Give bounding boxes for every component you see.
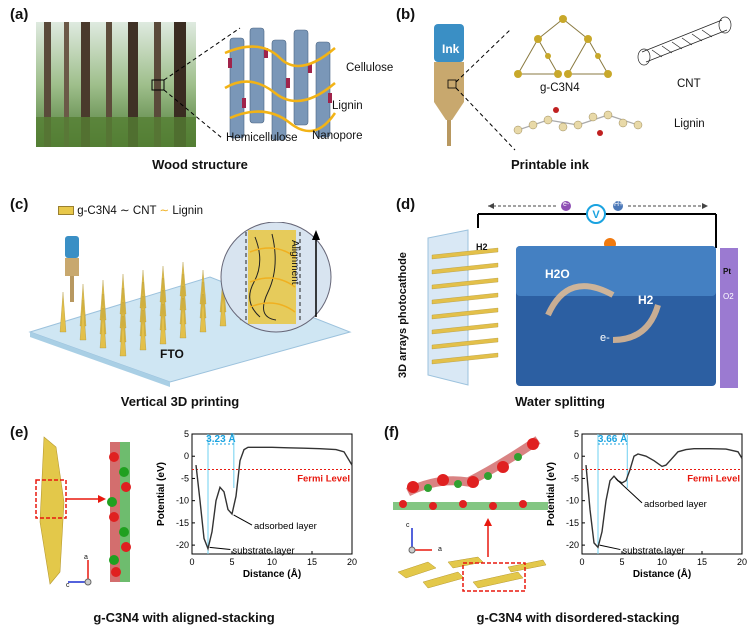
label-h-plus-top: H+ [614,201,624,208]
label-electron: e- [600,332,610,344]
aligned-structure-e [26,432,156,592]
legend-gc3n4-icon [58,206,74,216]
legend-c: g-C3N4 ∼ CNT ∼ Lignin [58,203,203,217]
panel-a-label: (a) [10,6,29,23]
y-tick-label: 0 [184,451,189,461]
voltmeter-symbol: V [592,209,600,221]
disordered-structure-f [388,432,553,597]
y-tick-label: -20 [176,540,189,550]
x-tick-label: 5 [619,557,624,567]
substrate-label: substrate layer [232,546,294,557]
cnt-tube [632,12,742,72]
label-nanopore: Nanopore [312,130,363,142]
x-tick-label: 5 [229,557,234,567]
label-cnt-b: CNT [677,78,701,90]
adsorbed-pointer [615,478,643,504]
x-axis-label: Distance (Å) [633,567,691,580]
potential-curve [195,446,353,552]
plot-frame [191,433,353,555]
gap-label: 3.23 Å [206,432,235,445]
caption-a: Wood structure [152,157,248,172]
y-tick-label: -15 [566,518,579,528]
legend-cnt-icon: ∼ [120,205,130,217]
adsorbed-label: adsorbed layer [254,521,317,532]
label-h2-right: H2 [638,293,654,307]
legend-lignin-icon: ∼ [159,205,170,217]
label-lignin-a: Lignin [332,100,363,112]
printed-array-scene [10,221,370,387]
axis-c-e: c [66,582,70,589]
label-gc3n4-b: g-C3N4 [540,82,580,94]
caption-c: Vertical 3D printing [120,394,240,409]
lignin-molecule [508,95,648,150]
panel-f-label: (f) [384,424,399,441]
adsorbed-pointer [233,514,253,526]
legend-lignin: Lignin [172,205,204,217]
x-tick-label: 0 [189,557,194,567]
caption-e: g-C3N4 with aligned-stacking [93,610,275,625]
panel-c-label: (c) [10,196,29,213]
y-tick-label: 0 [574,451,579,461]
y-tick-label: -5 [181,473,189,483]
legend-gc3n4: g-C3N4 [77,205,117,217]
x-tick-label: 0 [579,557,584,567]
plot-frame [581,433,743,555]
gc3n4-molecule [508,14,618,84]
gap-label: 3.66 Å [598,432,627,445]
axis-a-e: a [84,554,88,561]
label-lignin-b: Lignin [674,118,705,130]
y-tick-label: -5 [571,473,579,483]
x-tick-label: 20 [737,557,747,567]
axis-a-f: a [438,546,442,553]
y-tick-label: -10 [176,496,189,506]
label-pt: Pt [723,267,731,276]
x-tick-label: 20 [347,557,357,567]
axis-c-f: c [406,522,410,529]
forest-photo [36,22,196,147]
label-hemicellulose: Hemicellulose [226,132,298,144]
potential-chart-disordered: 3.66 Å Fermi Level 0 5 10 15 20 5 0 -5 -10 -15 -20Di… [546,429,747,580]
y-axis-label: Potential (eV) [546,462,557,526]
x-tick-label: 10 [657,557,667,567]
y-tick-label: 5 [574,429,579,439]
y-tick-label: 5 [184,429,189,439]
caption-d: Water splitting [515,394,605,409]
y-tick-label: -15 [176,518,189,528]
label-photocathode: 3D arrays photocathode [397,252,409,378]
y-axis-label: Potential (eV) [156,462,167,526]
legend-cnt: CNT [132,205,157,217]
x-tick-label: 15 [307,557,317,567]
fermi-level-label: Fermi Level [297,474,350,485]
label-alignment: Alignment [289,240,300,285]
wood-fibers-diagram [220,18,340,143]
y-tick-label: -20 [566,540,579,550]
label-fto: FTO [160,347,184,361]
ink-syringe [428,20,478,150]
y-tick-label: -10 [566,496,579,506]
substrate-pointer [209,546,231,551]
fermi-level-label: Fermi Level [687,474,740,485]
caption-b: Printable ink [510,157,590,172]
substrate-label: substrate layer [622,546,684,557]
potential-curve [585,448,743,549]
panel-b-label: (b) [396,6,416,23]
label-h2-left: H2 [476,242,488,252]
caption-f: g-C3N4 with disordered-stacking [476,610,680,625]
panel-d-label: (d) [396,196,416,213]
label-o2: O2 [723,292,734,301]
water-splitting-scene: V [398,200,743,390]
x-axis-label: Distance (Å) [243,567,301,580]
substrate-pointer [599,544,621,551]
panel-e-label: (e) [10,424,29,441]
label-ink: Ink [442,42,460,56]
label-h2o: H2O [545,267,570,281]
x-tick-label: 10 [267,557,277,567]
potential-chart-aligned: 3.23 Å Fermi Level 0 5 10 15 20 5 0 -5 -10 -15 -20Di… [156,429,357,580]
label-cellulose: Cellulose [346,62,394,74]
label-e-minus-top: e- [563,201,570,208]
x-tick-label: 15 [697,557,707,567]
adsorbed-label: adsorbed layer [644,499,707,510]
